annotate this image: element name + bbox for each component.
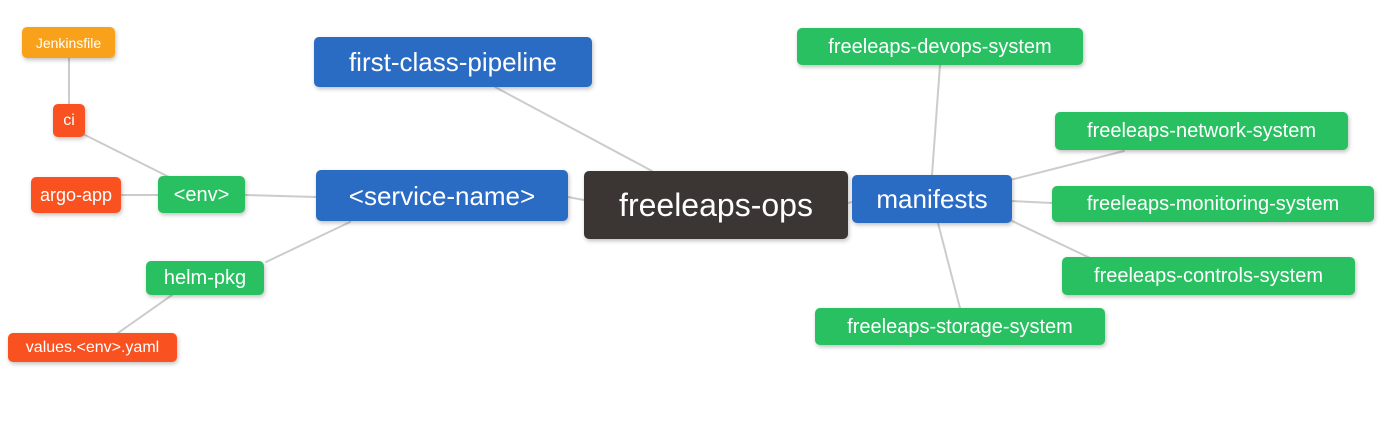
mindmap-node-first-class-pipeline[interactable]: first-class-pipeline — [314, 37, 592, 87]
edge-first-class-pipeline-to-freeleaps-ops — [494, 86, 653, 172]
mindmap-node-freeleaps-storage-system[interactable]: freeleaps-storage-system — [815, 308, 1105, 345]
mindmap-node-service-name[interactable]: <service-name> — [316, 170, 568, 221]
mindmap-node-env[interactable]: <env> — [158, 176, 245, 213]
mindmap-node-freeleaps-devops-system[interactable]: freeleaps-devops-system — [797, 28, 1083, 65]
edge-ci-to-env — [84, 134, 170, 178]
mindmap-node-argo-app[interactable]: argo-app — [31, 177, 121, 213]
edge-service-name-to-freeleaps-ops — [567, 196, 585, 201]
mindmap-node-freeleaps-network-system[interactable]: freeleaps-network-system — [1055, 112, 1348, 150]
mindmap-node-freeleaps-ops[interactable]: freeleaps-ops — [584, 171, 848, 239]
edge-env-to-service-name — [244, 194, 317, 198]
mindmap-node-ci[interactable]: ci — [53, 104, 85, 137]
edge-manifests-to-freeleaps-devops-system — [931, 64, 941, 176]
mindmap-node-helm-pkg[interactable]: helm-pkg — [146, 261, 264, 295]
mindmap-node-jenkinsfile[interactable]: Jenkinsfile — [22, 27, 115, 58]
edge-manifests-to-freeleaps-network-system — [1009, 150, 1125, 181]
mindmap-node-values-env-yaml[interactable]: values.<env>.yaml — [8, 333, 177, 362]
mindmap-node-freeleaps-controls-system[interactable]: freeleaps-controls-system — [1062, 257, 1355, 295]
edge-manifests-to-freeleaps-controls-system — [1009, 219, 1091, 259]
mindmap-node-manifests[interactable]: manifests — [852, 175, 1012, 223]
edge-helm-pkg-to-service-name — [265, 221, 351, 263]
mindmap-node-freeleaps-monitoring-system[interactable]: freeleaps-monitoring-system — [1052, 186, 1374, 222]
edge-values-env-yaml-to-helm-pkg — [117, 294, 173, 334]
edge-manifests-to-freeleaps-storage-system — [937, 222, 961, 309]
edge-manifests-to-freeleaps-monitoring-system — [1011, 200, 1053, 204]
